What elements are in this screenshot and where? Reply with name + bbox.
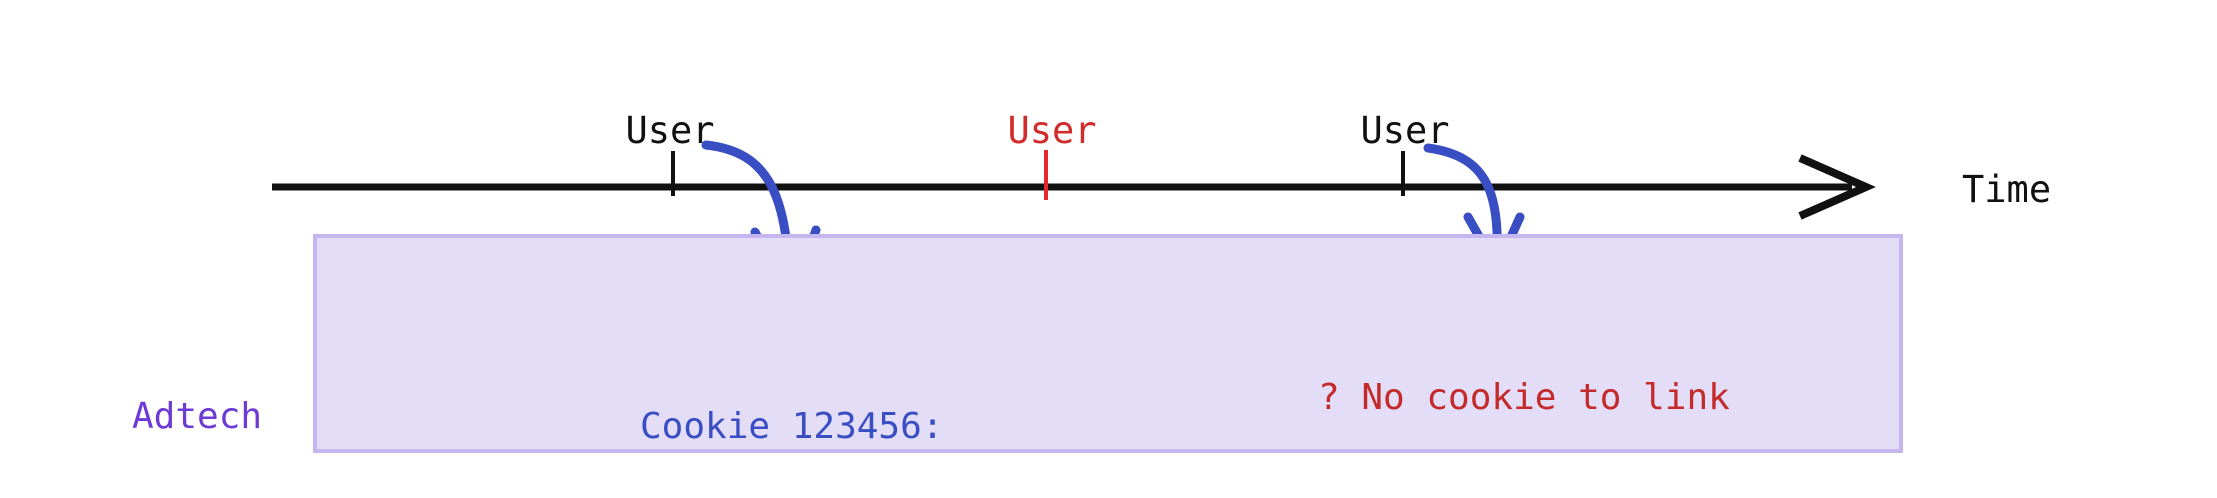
cookie-logged-note: Cookie 123456: Ad clicked	[640, 310, 943, 498]
adtech-server-label: Adtech server	[132, 300, 262, 498]
time-axis-arrowhead	[1798, 154, 1876, 220]
time-axis-caption: Time	[1962, 168, 2052, 211]
event-label-clear-line1: User	[1007, 109, 1097, 153]
adtech-server-label-line1: Adtech	[132, 395, 263, 437]
adtech-server-panel	[313, 234, 1903, 453]
event-label-convert-line1: User	[1360, 109, 1450, 153]
no-conversion-note: ? No cookie to link this conversion to ⇒…	[1318, 278, 1730, 498]
event-label-click-line1: User	[625, 109, 715, 153]
cookie-logged-note-line1: Cookie 123456:	[640, 405, 944, 447]
no-conversion-note-line1: ? No cookie to link	[1318, 376, 1730, 418]
